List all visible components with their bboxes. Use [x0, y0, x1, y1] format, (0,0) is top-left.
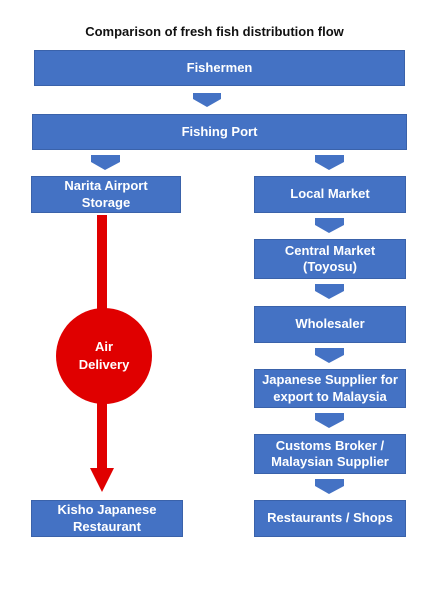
- node-wholesaler: Wholesaler: [254, 306, 406, 343]
- node-local-market: Local Market: [254, 176, 406, 213]
- air-delivery-label: Air Delivery: [78, 339, 130, 372]
- air-delivery-arrowhead: [90, 468, 114, 492]
- chevron-fishermen-to-port: [193, 93, 221, 107]
- chevron-wholesaler-to-supplier: [315, 348, 344, 363]
- diagram-title: Comparison of fresh fish distribution fl…: [85, 24, 344, 39]
- chevron-port-to-local-market: [315, 155, 344, 170]
- chevron-supplier-to-customs: [315, 413, 344, 428]
- node-kisho-japanese-restaurant: Kisho Japanese Restaurant: [31, 500, 183, 537]
- node-fishing-port: Fishing Port: [32, 114, 407, 150]
- node-central-market: Central Market (Toyosu): [254, 239, 406, 279]
- node-japanese-supplier: Japanese Supplier for export to Malaysia: [254, 369, 406, 408]
- node-customs-broker: Customs Broker / Malaysian Supplier: [254, 434, 406, 474]
- air-delivery-circle: [56, 308, 152, 404]
- chevron-port-to-narita: [91, 155, 120, 170]
- node-restaurants-shops: Restaurants / Shops: [254, 500, 406, 537]
- chevron-local-to-central: [315, 218, 344, 233]
- chevron-customs-to-restaurants: [315, 479, 344, 494]
- chevron-central-to-wholesaler: [315, 284, 344, 299]
- node-narita-airport-storage: Narita Airport Storage: [31, 176, 181, 213]
- node-fishermen: Fishermen: [34, 50, 405, 86]
